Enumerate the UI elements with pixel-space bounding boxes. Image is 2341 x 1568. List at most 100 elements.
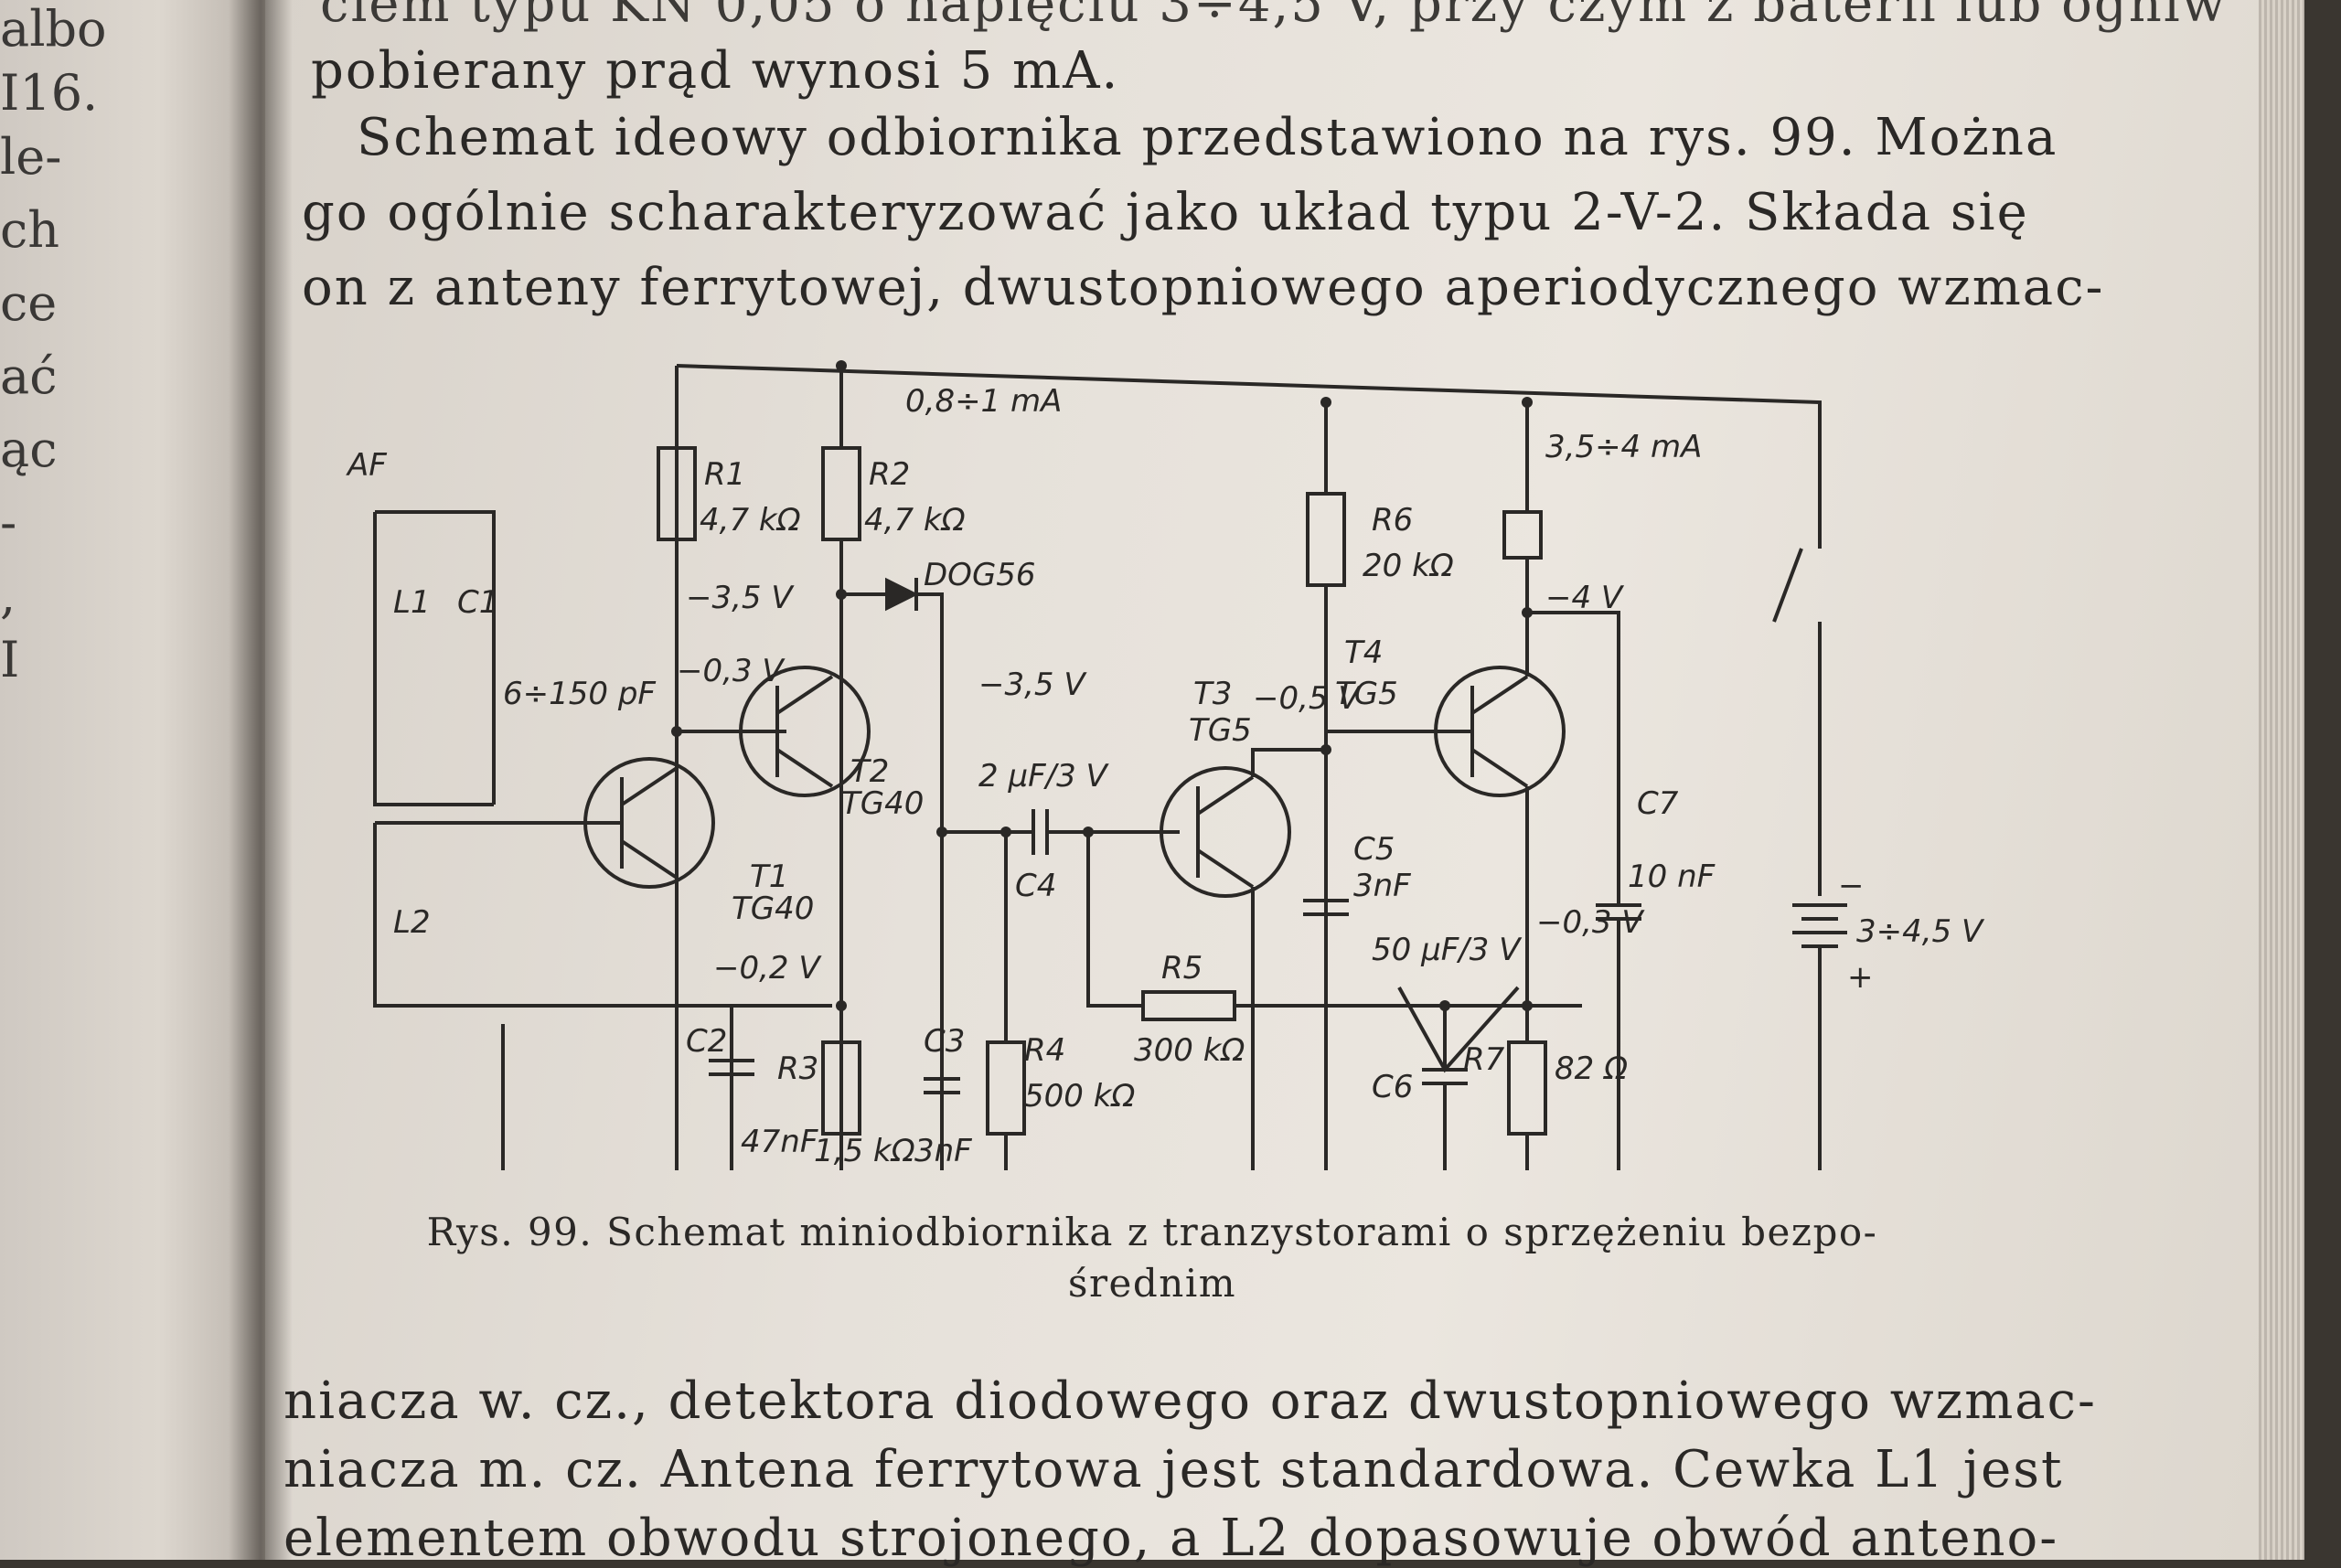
label-l2: L2 <box>393 904 431 941</box>
label-voltage: −0,2 V <box>713 950 822 987</box>
label-voltage: −0,3 V <box>1536 904 1645 941</box>
label-c6: C6 <box>1372 1069 1413 1105</box>
label-voltage: −3,5 V <box>686 580 795 616</box>
circuit-schematic: AF L1 C1 6÷150 pF L2 R1 4,7 kΩ R2 4,7 kΩ… <box>346 360 1985 1170</box>
headphone-symbol <box>1502 510 1543 560</box>
c5-symbol <box>1303 899 1349 916</box>
paragraph-line: go ogólnie scharakteryzować jako układ t… <box>302 183 2029 242</box>
label-r5-value: 300 kΩ <box>1134 1032 1245 1069</box>
r3-body <box>821 1040 861 1136</box>
paragraph-line: niacza m. cz. Antena ferrytowa jest stan… <box>283 1440 2064 1499</box>
left-fragment: I <box>0 631 20 688</box>
book-gutter <box>229 0 293 1560</box>
left-fragment: , <box>0 567 16 624</box>
battery-symbol <box>1792 903 1847 1042</box>
label-c6-value: 50 µF/3 V <box>1372 932 1523 968</box>
label-r4-value: 500 kΩ <box>1024 1078 1135 1115</box>
label-c4: C4 <box>1015 868 1056 904</box>
label-current: 3,5÷4 mA <box>1545 429 1702 465</box>
label-c2-value: 47nF <box>741 1124 818 1160</box>
label-battery-minus: − <box>1838 868 1865 904</box>
paragraph-line: Schemat ideowy odbiornika przedstawiono … <box>357 108 2058 167</box>
label-c5-value: 3nF <box>1353 868 1411 904</box>
label-r2-value: 4,7 kΩ <box>864 502 966 539</box>
label-voltage: −3,5 V <box>978 667 1087 703</box>
label-r4: R4 <box>1024 1032 1065 1069</box>
r7-body <box>1507 1040 1547 1136</box>
left-fragment: I16. <box>0 64 99 122</box>
bottom-rail <box>1818 1042 1822 1170</box>
book-page <box>265 0 2304 1560</box>
label-r3-value: 1,5 kΩ <box>814 1133 915 1169</box>
label-t3: T3 <box>1193 676 1232 712</box>
c4-symbol <box>942 809 1180 855</box>
previous-page-edge: albo I16. le- ch ce ać ąc - , I <box>0 0 265 1560</box>
label-c4-value: 2 µF/3 V <box>978 758 1110 795</box>
label-r7: R7 <box>1463 1041 1505 1078</box>
caption-line: średnim <box>1067 1261 1237 1306</box>
label-t4: T4 <box>1344 635 1383 671</box>
top-rail <box>676 364 1822 549</box>
r2-body <box>821 446 861 541</box>
label-c7-value: 10 nF <box>1628 859 1716 895</box>
paragraph-line: pobierany prąd wynosi 5 mA. <box>311 41 1120 101</box>
label-t1-type: TG40 <box>732 891 814 927</box>
label-t2-type: TG40 <box>841 785 924 822</box>
label-r6: R6 <box>1372 502 1413 539</box>
label-r1: R1 <box>704 456 745 493</box>
label-c1: C1 <box>457 584 498 621</box>
label-t1: T1 <box>750 859 788 895</box>
label-c1-value: 6÷150 pF <box>503 676 656 712</box>
label-c2: C2 <box>686 1023 727 1060</box>
label-diode: DOG56 <box>924 557 1036 593</box>
label-c5: C5 <box>1353 831 1395 868</box>
left-fragment: ch <box>0 201 60 259</box>
page-stack-edge <box>2259 0 2304 1560</box>
c6-symbol <box>1422 1006 1468 1170</box>
power-switch <box>1772 548 1822 896</box>
label-r5: R5 <box>1161 950 1203 987</box>
label-af: AF <box>346 447 387 484</box>
label-battery-plus: + <box>1847 959 1874 996</box>
label-r6-value: 20 kΩ <box>1363 548 1454 584</box>
label-r3: R3 <box>777 1051 818 1087</box>
label-c7: C7 <box>1637 785 1679 822</box>
label-r7-value: 82 Ω <box>1555 1051 1628 1087</box>
figure-caption: Rys. 99. Schemat miniodbiornika z tranzy… <box>329 1207 1975 1309</box>
label-r1-value: 4,7 kΩ <box>700 502 801 539</box>
paragraph-line: on z anteny ferrytowej, dwustopniowego a… <box>302 258 2105 317</box>
label-t2: T2 <box>850 753 889 790</box>
left-fragment: ąc <box>0 421 58 478</box>
caption-line: Rys. 99. Schemat miniodbiornika z tranzy… <box>426 1210 1878 1254</box>
label-c3-value: 3nF <box>914 1133 972 1169</box>
label-voltage: −4 V <box>1545 580 1625 616</box>
r5-body <box>1141 990 1236 1021</box>
left-fragment: ać <box>0 347 58 405</box>
paragraph-line: ciem typu KN 0,05 o napięciu 3÷4,5 V, pr… <box>320 0 2228 34</box>
left-fragment: albo <box>0 0 107 58</box>
l1-wire <box>373 512 494 806</box>
t2-symbol <box>739 666 871 797</box>
label-current: 0,8÷1 mA <box>905 383 1062 420</box>
c2-symbol <box>709 1006 754 1170</box>
left-fragment: le- <box>0 128 62 186</box>
l2-wire <box>373 823 832 1008</box>
label-t3-type: TG5 <box>1189 712 1252 749</box>
t3-symbol <box>1160 766 1291 898</box>
label-c3: C3 <box>924 1023 965 1060</box>
diode-symbol <box>885 577 919 612</box>
c3-symbol <box>924 1077 960 1094</box>
label-battery-value: 3÷4,5 V <box>1856 913 1985 950</box>
r6-body <box>1306 492 1346 587</box>
left-fragment: ce <box>0 274 58 332</box>
c7-symbol <box>1527 611 1641 1170</box>
label-r2: R2 <box>869 456 910 493</box>
paragraph-line: elementem obwodu strojonego, a L2 dopaso… <box>283 1509 2059 1568</box>
label-l1: L1 <box>393 584 431 621</box>
left-fragment: - <box>0 494 17 551</box>
label-voltage: −0,5 V <box>1253 680 1362 717</box>
paragraph-line: niacza w. cz., detektora diodowego oraz … <box>283 1371 2097 1431</box>
detector-wire <box>841 592 944 1170</box>
r4-body <box>986 1040 1026 1136</box>
label-voltage: −0,3 V <box>677 653 786 689</box>
